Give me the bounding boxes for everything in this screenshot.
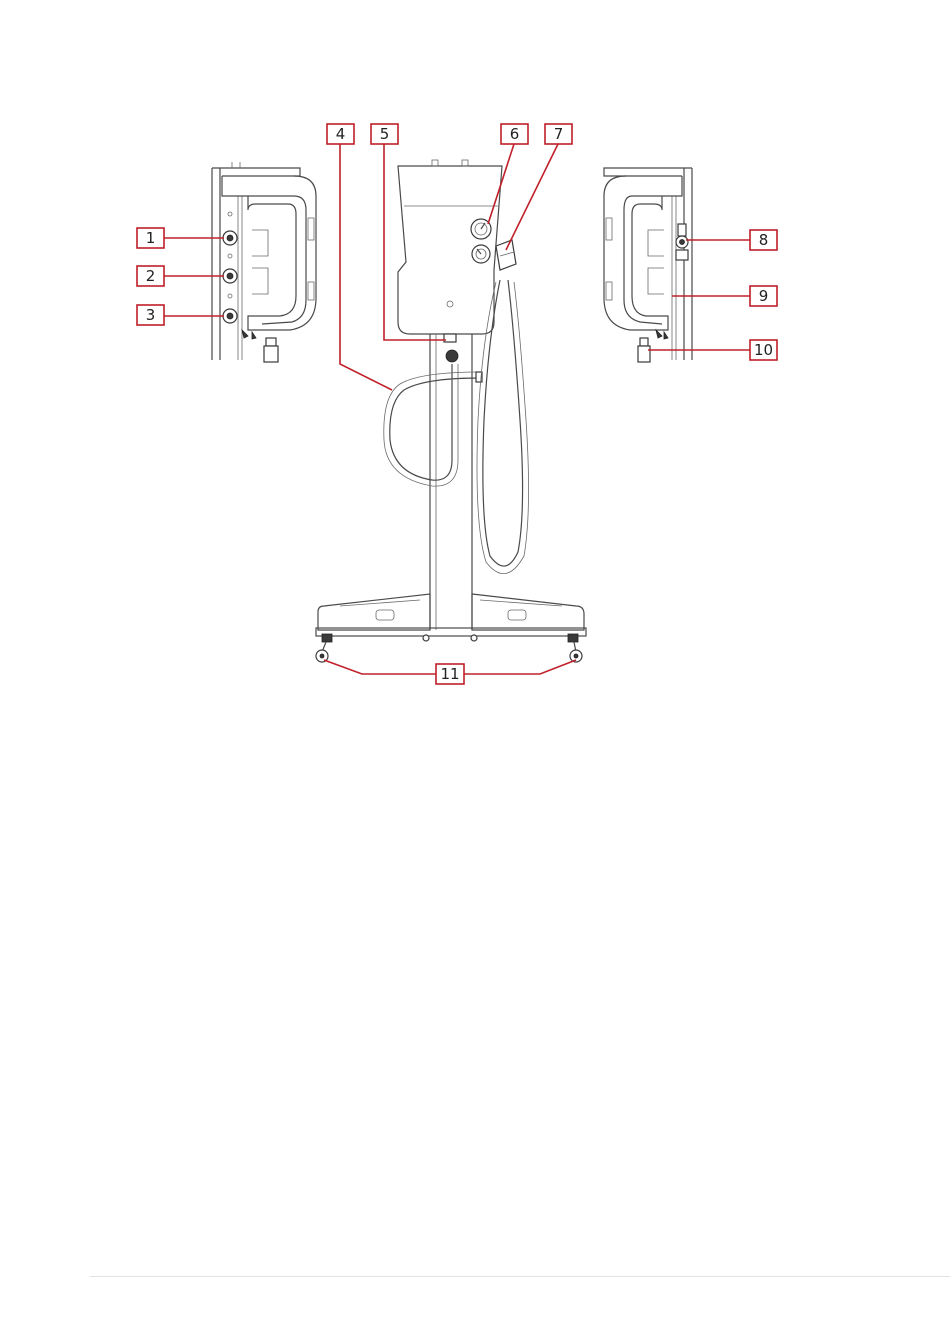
callout-3: 3	[137, 305, 164, 325]
callout-label-10: 10	[754, 341, 773, 359]
callout-10: 10	[750, 340, 777, 360]
callout-label-4: 4	[336, 125, 346, 143]
callout-label-3: 3	[146, 306, 156, 324]
callout-label-6: 6	[510, 125, 520, 143]
callout-4: 4	[327, 124, 354, 144]
callout-label-11: 11	[440, 665, 459, 683]
callout-5: 5	[371, 124, 398, 144]
callout-8: 8	[750, 230, 777, 250]
callout-label-8: 8	[759, 231, 769, 249]
callout-label-1: 1	[146, 229, 156, 247]
callout-label-2: 2	[146, 267, 156, 285]
footer-divider	[90, 1276, 950, 1277]
left-side-view	[212, 162, 316, 362]
callout-label-7: 7	[554, 125, 564, 143]
callout-9: 9	[750, 286, 777, 306]
callout-6: 6	[501, 124, 528, 144]
front-view	[316, 160, 586, 662]
callout-label-9: 9	[759, 287, 769, 305]
leader-lines	[164, 144, 750, 674]
callout-label-5: 5	[380, 125, 390, 143]
callout-11: 11	[436, 664, 464, 684]
callout-1: 1	[137, 228, 164, 248]
callout-2: 2	[137, 266, 164, 286]
right-side-view	[604, 168, 692, 362]
callout-7: 7	[545, 124, 572, 144]
